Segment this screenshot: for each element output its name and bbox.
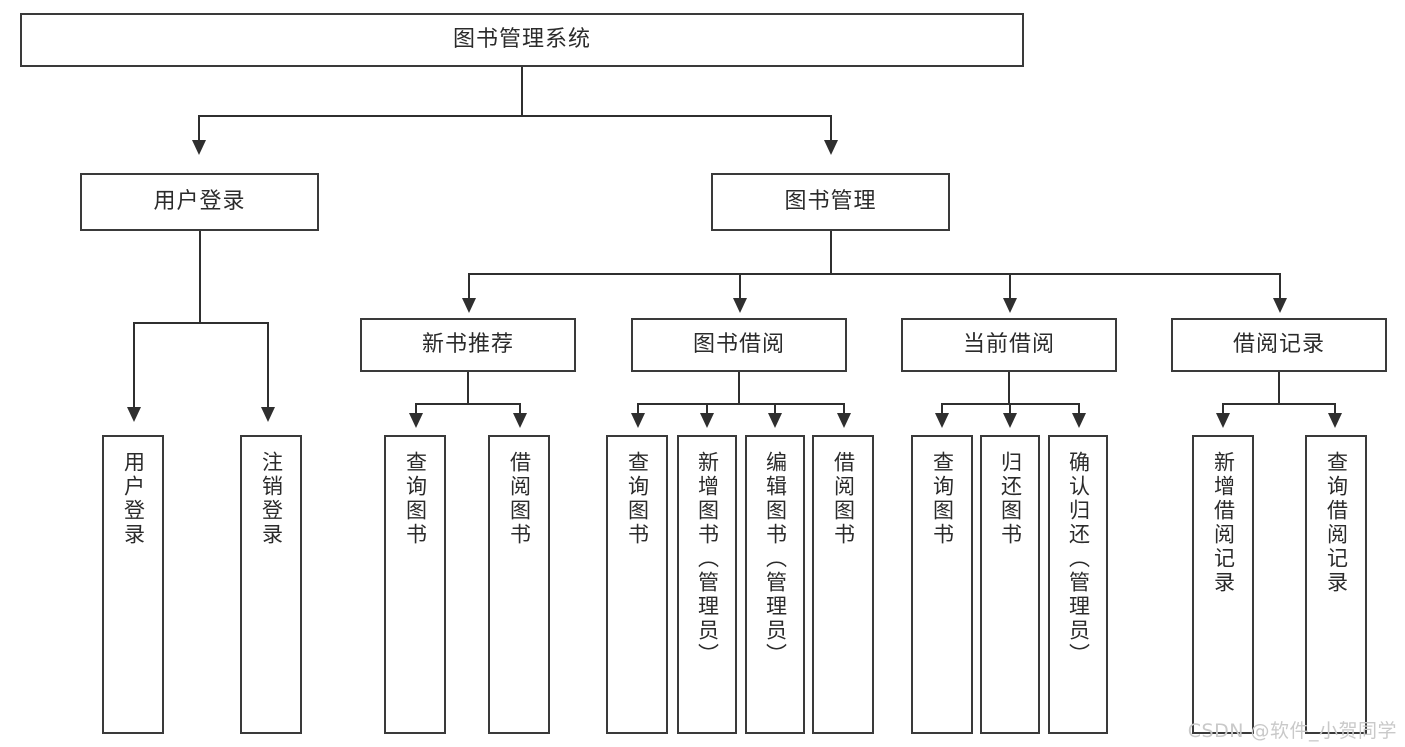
leaf-bookborrow-borrow-book[interactable]: 借阅图书 <box>812 435 874 734</box>
connector-currentborrow-leaf-2 <box>1009 403 1011 417</box>
node-label: 借阅图书 <box>507 451 532 547</box>
arrowhead-currentborrow-leaf-2 <box>1003 413 1017 428</box>
connector-user-login-bus <box>133 322 268 324</box>
connector-newbook-leaf-2 <box>519 403 521 417</box>
leaf-borrowrecords-add-record[interactable]: 新增借阅记录 <box>1192 435 1254 734</box>
connector-bookborrow-stem <box>738 372 740 404</box>
connector-borrowrecords-leaf-2 <box>1334 403 1336 417</box>
connector-bookborrow-leaf-2 <box>706 403 708 417</box>
node-label: 新增图书（管理员） <box>695 451 720 667</box>
connector-bookborrow-leaf-4 <box>843 403 845 417</box>
connector-borrowrecords-stem <box>1278 372 1280 404</box>
connector-book-management-stem <box>830 231 832 274</box>
node-current-borrow[interactable]: 当前借阅 <box>901 318 1117 372</box>
leaf-currentborrow-query-book[interactable]: 查询图书 <box>911 435 973 734</box>
leaf-borrowrecords-query-record[interactable]: 查询借阅记录 <box>1305 435 1367 734</box>
arrowhead-bookborrow-leaf-2 <box>700 413 714 428</box>
leaf-user-login-logout[interactable]: 注销登录 <box>240 435 302 734</box>
connector-book-management-bus <box>468 273 1280 275</box>
node-label: 图书管理 <box>784 189 877 215</box>
connector-root-bus <box>198 115 832 117</box>
arrowhead-root-to-user-login <box>192 140 206 155</box>
connector-user-login-stem <box>199 231 201 323</box>
connector-borrowrecords-bus <box>1222 403 1336 405</box>
leaf-currentborrow-return-book[interactable]: 归还图书 <box>980 435 1040 734</box>
leaf-newbook-query-book[interactable]: 查询图书 <box>384 435 446 734</box>
csdn-watermark: CSDN @软件_小贺同学 <box>1187 720 1397 742</box>
leaf-user-login-login[interactable]: 用户登录 <box>102 435 164 734</box>
connector-newbook-bus <box>415 403 521 405</box>
connector-borrowrecords-leaf-1 <box>1222 403 1224 417</box>
connector-bookborrow-leaf-3 <box>774 403 776 417</box>
arrowhead-currentborrow-leaf-1 <box>935 413 949 428</box>
connector-bookborrow-bus <box>637 403 845 405</box>
connector-bm-to-book-borrow <box>739 273 741 301</box>
connector-root-to-book-management <box>830 115 832 143</box>
node-label: 借阅图书 <box>831 451 856 547</box>
node-label: 编辑图书（管理员） <box>763 451 788 667</box>
arrowhead-user-login-leaf-2 <box>261 407 275 422</box>
leaf-bookborrow-query-book[interactable]: 查询图书 <box>606 435 668 734</box>
arrowhead-newbook-leaf-1 <box>409 413 423 428</box>
connector-bm-to-current-borrow <box>1009 273 1011 301</box>
node-label: 当前借阅 <box>962 332 1055 358</box>
connector-currentborrow-stem <box>1008 372 1010 404</box>
connector-root-stem <box>521 67 523 116</box>
arrowhead-root-to-book-management <box>824 140 838 155</box>
node-label: 确认归还（管理员） <box>1066 451 1091 667</box>
connector-user-login-to-leaf-2 <box>267 322 269 410</box>
connector-bm-to-borrow-records <box>1279 273 1281 301</box>
connector-newbook-leaf-1 <box>415 403 417 417</box>
node-label: 查询图书 <box>403 451 428 547</box>
arrowhead-currentborrow-leaf-3 <box>1072 413 1086 428</box>
node-label: 用户登录 <box>153 189 246 215</box>
node-label: 查询图书 <box>625 451 650 547</box>
connector-user-login-to-leaf-1 <box>133 322 135 410</box>
node-label: 查询图书 <box>930 451 955 547</box>
node-label: 新书推荐 <box>421 332 514 358</box>
node-label: 用户登录 <box>121 451 146 547</box>
arrowhead-user-login-leaf-1 <box>127 407 141 422</box>
leaf-bookborrow-edit-book-admin[interactable]: 编辑图书（管理员） <box>745 435 805 734</box>
node-label: 借阅记录 <box>1232 332 1325 358</box>
arrowhead-bm-current-borrow <box>1003 298 1017 313</box>
arrowhead-bm-book-borrow <box>733 298 747 313</box>
node-user-login[interactable]: 用户登录 <box>80 173 319 231</box>
arrowhead-bm-borrow-records <box>1273 298 1287 313</box>
leaf-newbook-borrow-book[interactable]: 借阅图书 <box>488 435 550 734</box>
arrowhead-borrowrecords-leaf-2 <box>1328 413 1342 428</box>
arrowhead-bookborrow-leaf-3 <box>768 413 782 428</box>
node-root-book-management-system[interactable]: 图书管理系统 <box>20 13 1024 67</box>
node-label: 查询借阅记录 <box>1324 451 1349 595</box>
connector-currentborrow-leaf-3 <box>1078 403 1080 417</box>
node-label: 图书借阅 <box>692 332 785 358</box>
node-label: 注销登录 <box>259 451 284 547</box>
node-label: 归还图书 <box>998 451 1023 547</box>
connector-root-to-user-login <box>198 115 200 143</box>
leaf-currentborrow-confirm-return-admin[interactable]: 确认归还（管理员） <box>1048 435 1108 734</box>
arrowhead-newbook-leaf-2 <box>513 413 527 428</box>
node-book-borrow[interactable]: 图书借阅 <box>631 318 847 372</box>
leaf-bookborrow-add-book-admin[interactable]: 新增图书（管理员） <box>677 435 737 734</box>
node-new-book-recommend[interactable]: 新书推荐 <box>360 318 576 372</box>
connector-newbook-stem <box>467 372 469 404</box>
arrowhead-bookborrow-leaf-4 <box>837 413 851 428</box>
arrowhead-borrowrecords-leaf-1 <box>1216 413 1230 428</box>
connector-bookborrow-leaf-1 <box>637 403 639 417</box>
arrowhead-bookborrow-leaf-1 <box>631 413 645 428</box>
node-label: 新增借阅记录 <box>1211 451 1236 595</box>
connector-currentborrow-leaf-1 <box>941 403 943 417</box>
arrowhead-bm-new-book <box>462 298 476 313</box>
node-label: 图书管理系统 <box>452 27 591 53</box>
node-borrow-records[interactable]: 借阅记录 <box>1171 318 1387 372</box>
node-book-management[interactable]: 图书管理 <box>711 173 950 231</box>
connector-bm-to-new-book <box>468 273 470 301</box>
